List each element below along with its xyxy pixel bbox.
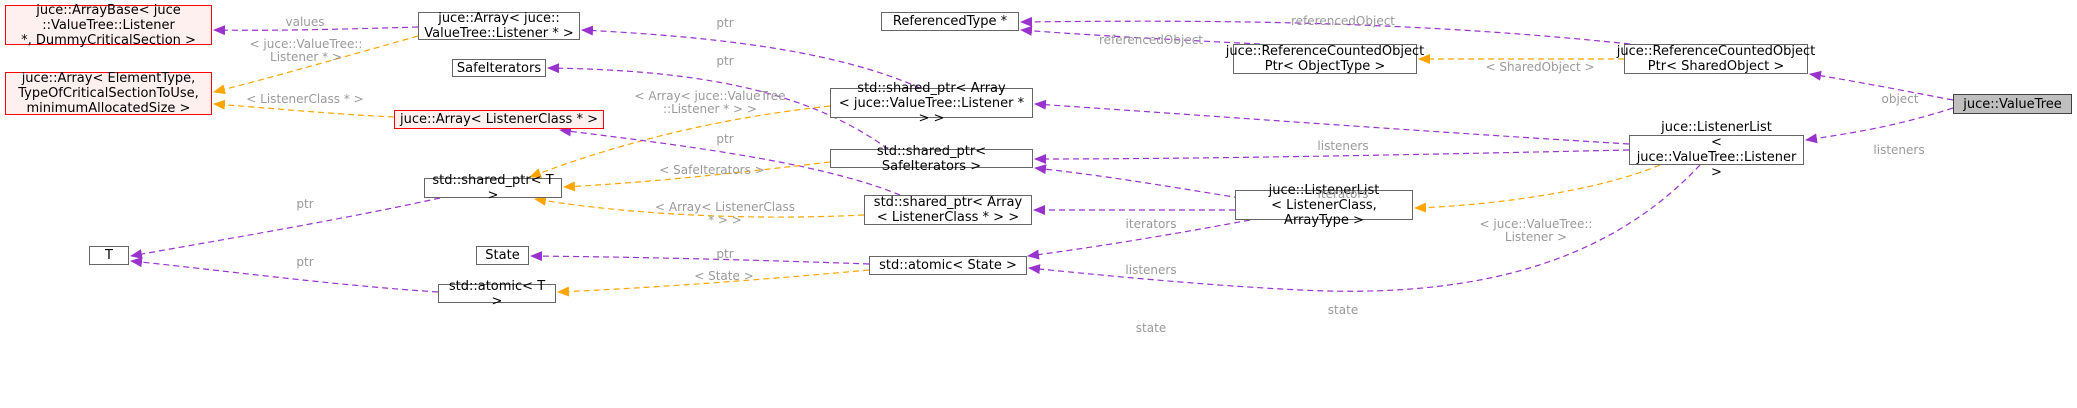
edge-label-iterators-main: iterators: [1317, 187, 1369, 201]
edge-label-ptr-array-listener: ptr: [716, 16, 734, 30]
edge-label-vt-listener-tpl2: < juce::ValueTree:: Listener >: [1479, 217, 1593, 244]
node-state[interactable]: State: [476, 246, 529, 265]
edge-sp-arraylistenerclass-to-shared-ptr-t: [534, 195, 865, 218]
node-shared-ptr-t[interactable]: std::shared_ptr< T >: [424, 173, 562, 203]
edge-label-listeners-generic: listeners: [1125, 263, 1177, 277]
edge-label-ptr-sharedptr-t: ptr: [296, 197, 314, 211]
edge-sp-safeiterators-to-safeiterators: [547, 63, 889, 150]
edge-refptr-sharedobject-to-referencedtype: [1020, 16, 1631, 45]
edge-shared-ptr-t-to-t: [130, 197, 441, 259]
node-valuetree[interactable]: juce::ValueTree: [1953, 94, 2072, 114]
edge-refptr-objecttype-to-referencedtype: [1020, 25, 1261, 45]
edge-label-ptr-array-listenerclass: ptr: [716, 132, 734, 146]
node-referencedtype[interactable]: ReferencedType *: [881, 12, 1019, 31]
edge-label-array-vt-listener-tpl: < Array< juce::ValueTree ::Listener * > …: [634, 89, 786, 116]
node-listenerlist-valuetree[interactable]: juce::ListenerList < juce::ValueTree::Li…: [1629, 120, 1804, 180]
edge-label-object: object: [1881, 92, 1919, 106]
edge-label-iterators-generic: iterators: [1125, 217, 1177, 231]
edge-label-state-tpl: < State >: [694, 269, 754, 283]
edge-sp-arraylistenerclass-to-array-listenerclass: [559, 126, 901, 196]
node-atomic-t[interactable]: std::atomic< T >: [438, 279, 556, 309]
edge-label-ptr-atomic-t: ptr: [296, 255, 314, 269]
edge-valuetree-to-listenerlist-valuetree: [1805, 107, 1954, 144]
node-refptr-objecttype[interactable]: juce::ReferenceCountedObject Ptr< Object…: [1225, 44, 1425, 74]
edge-label-values: values: [285, 15, 325, 29]
edge-listenerlist-valuetree-to-sp-safeiterators: [1034, 149, 1630, 164]
edge-arraylistener-to-array-elementtype: [213, 35, 419, 95]
node-sp-safeiterators[interactable]: std::shared_ptr< SafeIterators >: [830, 144, 1033, 174]
node-arraybase[interactable]: juce::ArrayBase< juce ::ValueTree::Liste…: [5, 3, 212, 48]
edge-sp-arraylistener-to-array-listener: [581, 25, 921, 89]
edge-arraylistenerclass-to-array-elementtype: [213, 99, 395, 118]
edge-atomic-state-to-state: [530, 251, 870, 265]
edge-atomic-t-to-t: [130, 257, 439, 293]
edge-label-referencedobject-1: referencedObject: [1291, 14, 1395, 28]
edge-listenerlist-generic-to-atomic-state: [1027, 219, 1251, 260]
node-array-listener-ptr[interactable]: juce::Array< juce:: ValueTree::Listener …: [418, 11, 580, 41]
edge-listenerlist-generic-to-sp-safeiterators: [1034, 164, 1241, 199]
edge-listenerlist-valuetree-to-atomic-state: [1028, 164, 1701, 292]
edge-label-vt-listener-tpl: < juce::ValueTree:: Listener * >: [249, 37, 363, 64]
node-array-elementtype[interactable]: juce::Array< ElementType, TypeOfCritical…: [5, 71, 212, 116]
edge-label-array-listenerclass-tpl: < Array< ListenerClass * > >: [655, 200, 795, 227]
edge-label-ptr-safeiterators: ptr: [716, 54, 734, 68]
edge-listenerlist-valuetree-to-listenerlist-generic: [1414, 164, 1661, 213]
node-atomic-state[interactable]: std::atomic< State >: [869, 256, 1027, 275]
node-array-listenerclass[interactable]: juce::Array< ListenerClass * >: [394, 110, 604, 129]
edge-sp-safeiterators-to-shared-ptr-t: [563, 161, 831, 192]
edge-label-listeners-vt: listeners: [1873, 143, 1925, 157]
edge-listenerlist-valuetree-to-sp-arraylistener: [1034, 99, 1630, 145]
edge-label-state-generic: state: [1135, 321, 1167, 335]
edge-atomic-state-to-atomic-t: [557, 269, 870, 297]
node-refptr-sharedobject[interactable]: juce::ReferenceCountedObject Ptr< Shared…: [1616, 44, 1816, 74]
node-sp-array-listenerclass[interactable]: std::shared_ptr< Array < ListenerClass *…: [864, 195, 1032, 225]
node-sp-array-listener[interactable]: std::shared_ptr< Array < juce::ValueTree…: [830, 81, 1033, 126]
edge-sp-arraylistener-to-shared-ptr-t: [529, 105, 831, 178]
edge-label-listenerclass-tpl: < ListenerClass * >: [246, 92, 364, 106]
edge-label-referencedobject-2: referencedObject: [1099, 33, 1203, 47]
edge-label-listeners-main: listeners: [1317, 139, 1369, 153]
node-safeiterators[interactable]: SafeIterators: [452, 59, 546, 77]
edge-label-state-main: state: [1327, 303, 1359, 317]
node-t[interactable]: T: [89, 246, 129, 265]
edge-label-sharedobject-tpl: < SharedObject >: [1485, 60, 1595, 74]
edge-label-safeiterators-tpl: < SafeIterators >: [659, 163, 765, 177]
edge-valuetree-to-refptr-sharedobject: [1809, 70, 1954, 101]
edge-arraylistener-to-arraybase: [213, 25, 419, 36]
node-listenerlist-generic[interactable]: juce::ListenerList < ListenerClass, Arra…: [1235, 183, 1413, 228]
edge-label-ptr-state: ptr: [716, 247, 734, 261]
